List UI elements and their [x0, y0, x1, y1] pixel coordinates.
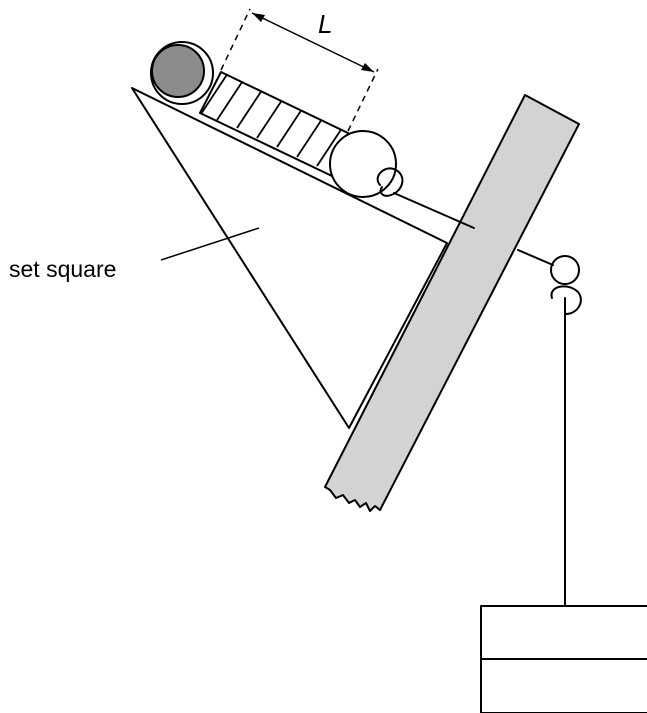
pulley-wheel: [329, 130, 397, 198]
dimension-extension-right: [347, 68, 379, 132]
ruler-bar: [324, 94, 580, 512]
string-to-ruler: [393, 192, 475, 229]
dimension-label: L: [318, 9, 332, 39]
dimension-extension-left: [220, 8, 251, 71]
hook-loop-upper: [550, 255, 580, 285]
set-square: [131, 87, 448, 429]
set-square-leader: [160, 227, 260, 261]
dimension-arrowhead-left: [252, 13, 265, 22]
set-square-label: set square: [9, 256, 116, 282]
string-loop-upper: [376, 167, 404, 197]
dimension-arrowhead-right: [361, 63, 374, 72]
hook-loop-lower: [550, 285, 582, 316]
ball-rim: [150, 41, 214, 105]
string-past-ruler: [517, 249, 554, 266]
dimension-arrow-line: [251, 12, 375, 73]
